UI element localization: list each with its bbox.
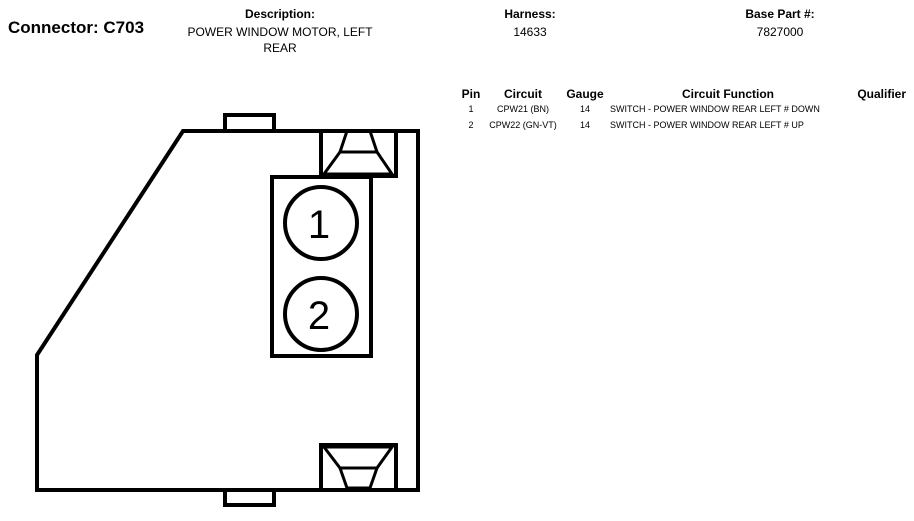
row-gauge: 14 xyxy=(579,104,590,114)
base-part-value: 7827000 xyxy=(756,25,804,39)
row-circuit: CPW21 (BN) xyxy=(496,104,549,114)
row-gauge: 14 xyxy=(579,120,590,130)
top-keyway xyxy=(319,129,398,178)
pin-cavity-block xyxy=(270,175,373,358)
harness-label: Harness: xyxy=(504,7,556,21)
row-circuit: CPW22 (GN-VT) xyxy=(489,120,557,130)
header-gauge: Gauge xyxy=(566,87,604,101)
header-circuit: Circuit xyxy=(503,87,542,101)
table-row: 2 CPW22 (GN-VT) 14 SWITCH - POWER WINDOW… xyxy=(456,119,910,135)
top-latch-tab xyxy=(223,113,276,133)
pin-table-header: Pin Circuit Gauge Circuit Function Quali… xyxy=(456,85,910,103)
connector-outline xyxy=(35,129,420,492)
description-label: Description: xyxy=(244,7,315,21)
description-value: POWER WINDOW MOTOR, LEFT REAR xyxy=(187,25,373,55)
table-row: 1 CPW21 (BN) 14 SWITCH - POWER WINDOW RE… xyxy=(456,103,910,119)
pin-2-label: 2 xyxy=(308,294,330,338)
bottom-latch-tab xyxy=(223,488,276,507)
header-circuit-function: Circuit Function xyxy=(682,87,774,101)
harness-value: 14633 xyxy=(513,25,547,39)
base-part-label: Base Part #: xyxy=(745,7,815,21)
pin-1-cavity: 1 xyxy=(283,185,359,261)
bottom-keyway xyxy=(319,443,398,492)
pin-table: Pin Circuit Gauge Circuit Function Quali… xyxy=(456,85,910,135)
pin-2-cavity: 2 xyxy=(283,276,359,352)
pin-1-label: 1 xyxy=(308,203,330,247)
header-pin: Pin xyxy=(461,87,481,101)
connector-title: Connector: C703 xyxy=(8,18,145,37)
row-circuit-function: SWITCH - POWER WINDOW REAR LEFT # DOWN xyxy=(610,104,820,114)
row-circuit-function: SWITCH - POWER WINDOW REAR LEFT # UP xyxy=(610,120,804,130)
header-qualifier: Qualifier xyxy=(857,87,906,101)
row-pin: 1 xyxy=(468,104,474,114)
row-pin: 2 xyxy=(468,120,474,130)
